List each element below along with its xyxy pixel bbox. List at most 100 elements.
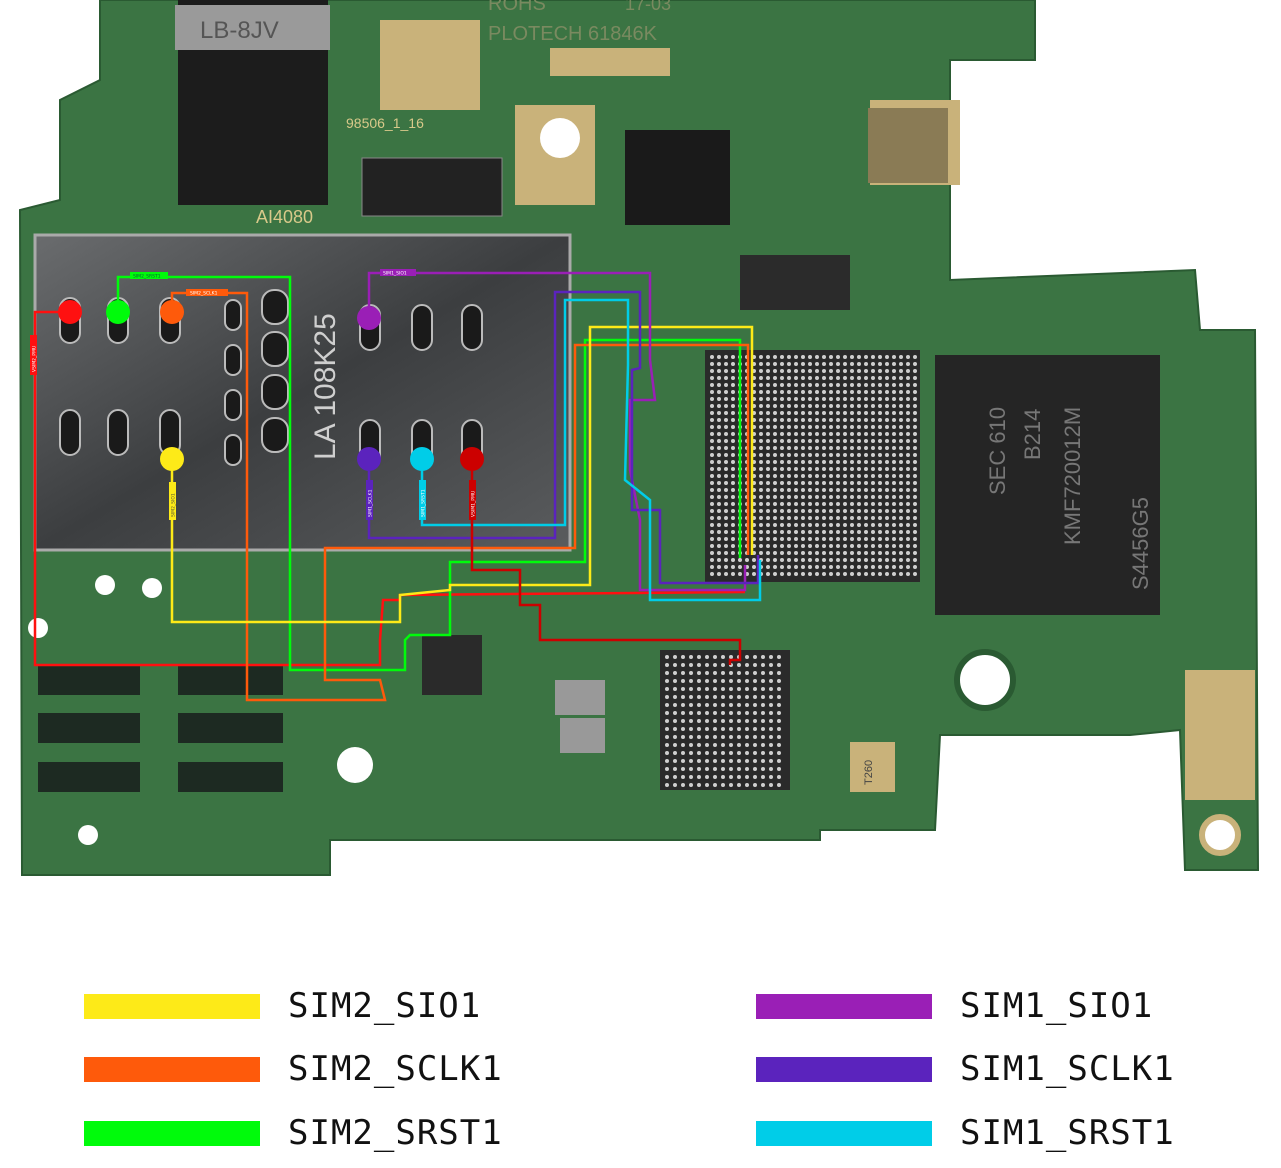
solder-ball: [836, 481, 840, 485]
solder-ball: [681, 663, 685, 667]
solder-ball: [857, 369, 861, 373]
solder-ball: [681, 743, 685, 747]
solder-ball: [766, 453, 770, 457]
pin-vsim2: [58, 300, 82, 324]
solder-ball: [773, 474, 777, 478]
solder-ball: [773, 509, 777, 513]
solder-ball: [729, 695, 733, 699]
solder-ball: [864, 502, 868, 506]
solder-ball: [829, 355, 833, 359]
solder-ball: [794, 390, 798, 394]
solder-ball: [836, 411, 840, 415]
solder-ball: [815, 390, 819, 394]
solder-ball: [906, 460, 910, 464]
solder-ball: [815, 537, 819, 541]
solder-ball: [899, 565, 903, 569]
solder-ball: [829, 565, 833, 569]
solder-ball: [913, 432, 917, 436]
solder-ball: [850, 572, 854, 576]
solder-ball: [885, 439, 889, 443]
solder-ball: [710, 355, 714, 359]
solder-ball: [780, 488, 784, 492]
solder-ball: [885, 369, 889, 373]
solder-ball: [843, 439, 847, 443]
solder-ball: [892, 418, 896, 422]
solder-ball: [729, 655, 733, 659]
solder-ball: [780, 530, 784, 534]
trace-sim2-sio: [170, 325, 754, 624]
solder-ball: [885, 432, 889, 436]
board-to-board-connector: [361, 157, 503, 217]
solder-ball: [836, 432, 840, 436]
inductor: [555, 680, 605, 715]
solder-ball: [697, 783, 701, 787]
solder-ball: [822, 390, 826, 394]
solder-ball: [769, 655, 773, 659]
solder-ball: [759, 516, 763, 520]
solder-ball: [899, 474, 903, 478]
solder-ball: [878, 502, 882, 506]
solder-ball: [899, 432, 903, 436]
solder-ball: [871, 467, 875, 471]
solder-ball: [673, 719, 677, 723]
solder-ball: [787, 397, 791, 401]
solder-ball: [913, 369, 917, 373]
solder-ball: [878, 397, 882, 401]
solder-ball: [721, 767, 725, 771]
solder-ball: [689, 687, 693, 691]
solder-ball: [731, 551, 735, 555]
solder-ball: [815, 460, 819, 464]
solder-ball: [759, 418, 763, 422]
solder-ball: [780, 544, 784, 548]
solder-ball: [777, 671, 781, 675]
solder-ball: [780, 432, 784, 436]
svg-text:KMF720012M: KMF720012M: [1060, 407, 1085, 545]
solder-ball: [808, 432, 812, 436]
solder-ball: [710, 439, 714, 443]
solder-ball: [843, 502, 847, 506]
solder-ball: [697, 759, 701, 763]
solder-ball: [673, 751, 677, 755]
solder-ball: [885, 446, 889, 450]
solder-ball: [913, 425, 917, 429]
solder-ball: [822, 474, 826, 478]
solder-ball: [913, 397, 917, 401]
solder-ball: [801, 439, 805, 443]
solder-ball: [808, 474, 812, 478]
solder-ball: [753, 663, 757, 667]
solder-ball: [871, 397, 875, 401]
solder-ball: [731, 411, 735, 415]
solder-ball: [710, 362, 714, 366]
solder-ball: [913, 481, 917, 485]
solder-ball: [737, 735, 741, 739]
solder-ball: [759, 467, 763, 471]
solder-ball: [871, 383, 875, 387]
solder-ball: [724, 572, 728, 576]
solder-ball: [878, 467, 882, 471]
solder-ball: [885, 551, 889, 555]
solder-ball: [773, 446, 777, 450]
solder-ball: [913, 460, 917, 464]
solder-ball: [794, 516, 798, 520]
solder-ball: [808, 565, 812, 569]
solder-ball: [906, 355, 910, 359]
solder-ball: [892, 383, 896, 387]
solder-ball: [850, 460, 854, 464]
solder-ball: [673, 655, 677, 659]
solder-ball: [710, 551, 714, 555]
solder-ball: [822, 523, 826, 527]
solder-ball: [745, 751, 749, 755]
solder-ball: [843, 397, 847, 401]
solder-ball: [794, 397, 798, 401]
solder-ball: [850, 565, 854, 569]
solder-ball: [737, 719, 741, 723]
solder-ball: [729, 703, 733, 707]
solder-ball: [738, 572, 742, 576]
solder-ball: [697, 727, 701, 731]
solder-ball: [815, 481, 819, 485]
solder-ball: [843, 495, 847, 499]
solder-ball: [717, 495, 721, 499]
solder-ball: [766, 481, 770, 485]
solder-ball: [808, 425, 812, 429]
sim-pin-markers: [58, 300, 484, 471]
